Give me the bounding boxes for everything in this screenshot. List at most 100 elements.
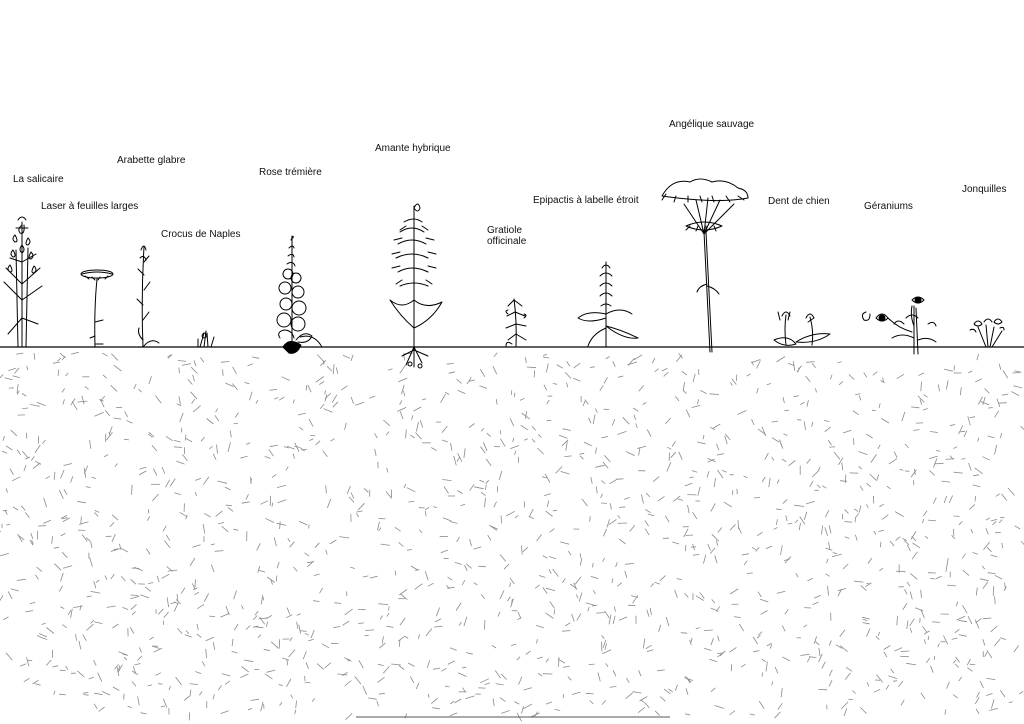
soil-stroke xyxy=(232,366,237,375)
soil-stroke xyxy=(233,623,239,631)
soil-stroke xyxy=(67,609,72,616)
soil-stroke xyxy=(860,585,867,591)
soil-stroke xyxy=(982,617,992,620)
soil-stroke xyxy=(952,694,958,699)
soil-stroke xyxy=(137,655,143,661)
soil-stroke xyxy=(544,473,551,483)
soil-stroke xyxy=(605,663,609,667)
soil-stroke xyxy=(543,356,550,359)
soil-stroke xyxy=(976,691,980,698)
soil-stroke xyxy=(806,400,809,407)
soil-stroke xyxy=(716,443,720,451)
soil-stroke xyxy=(531,425,537,431)
soil-stroke xyxy=(761,476,766,483)
soil-stroke xyxy=(300,630,307,632)
soil-stroke xyxy=(346,485,351,494)
soil-stroke xyxy=(923,630,930,635)
soil-stroke xyxy=(711,599,716,604)
soil-stroke xyxy=(538,575,546,578)
soil-stroke xyxy=(920,589,922,599)
soil-stroke xyxy=(430,447,437,452)
soil-stroke xyxy=(665,616,670,627)
label-geraniums: Géraniums xyxy=(864,201,913,212)
soil-stroke xyxy=(134,663,141,666)
soil-stroke xyxy=(984,650,989,657)
soil-stroke xyxy=(883,645,891,650)
soil-stroke xyxy=(758,700,765,709)
soil-stroke xyxy=(339,536,350,539)
soil-stroke xyxy=(766,383,772,386)
soil-stroke xyxy=(806,657,811,663)
soil-stroke xyxy=(803,421,806,430)
soil-stroke xyxy=(746,572,753,574)
soil-stroke xyxy=(589,700,594,705)
soil-stroke xyxy=(289,637,293,642)
soil-stroke xyxy=(552,509,558,512)
soil-stroke xyxy=(36,401,46,407)
soil-stroke xyxy=(406,487,416,493)
soil-stroke xyxy=(509,418,515,427)
soil-stroke xyxy=(956,615,966,621)
soil-stroke xyxy=(399,365,406,374)
soil-stroke xyxy=(677,498,684,501)
soil-stroke xyxy=(450,521,458,524)
soil-stroke xyxy=(374,448,377,456)
soil-stroke xyxy=(506,510,515,517)
soil-stroke xyxy=(707,543,711,551)
plant-geraniums xyxy=(861,296,937,355)
soil-stroke xyxy=(560,471,570,475)
soil-stroke xyxy=(918,372,925,376)
soil-stroke xyxy=(378,692,385,695)
soil-stroke xyxy=(161,466,166,474)
soil-stroke xyxy=(812,469,820,478)
soil-stroke xyxy=(278,396,285,401)
soil-stroke xyxy=(917,395,925,403)
soil-stroke xyxy=(77,670,85,678)
soil-stroke xyxy=(674,684,678,691)
soil-stroke xyxy=(974,495,977,502)
soil-stroke xyxy=(595,447,597,454)
soil-stroke xyxy=(310,435,316,437)
soil-stroke xyxy=(703,629,713,631)
soil-stroke xyxy=(517,611,522,619)
soil-stroke xyxy=(895,570,906,573)
soil-stroke xyxy=(982,581,989,589)
soil-stroke xyxy=(169,478,176,487)
soil-stroke xyxy=(175,599,181,605)
soil-stroke xyxy=(668,688,674,693)
soil-stroke xyxy=(859,485,864,491)
soil-stroke xyxy=(265,517,275,523)
soil-stroke xyxy=(442,517,452,522)
soil-stroke xyxy=(879,567,884,572)
soil-stroke xyxy=(324,390,326,395)
soil-stroke xyxy=(899,468,904,471)
soil-stroke xyxy=(253,615,258,620)
soil-stroke xyxy=(168,686,171,691)
soil-stroke xyxy=(112,686,120,691)
soil-stroke xyxy=(166,566,173,572)
soil-stroke xyxy=(618,616,628,621)
soil-stroke xyxy=(43,497,48,508)
soil-stroke xyxy=(896,615,898,626)
soil-stroke xyxy=(305,385,308,391)
soil-stroke xyxy=(796,419,802,421)
soil-stroke xyxy=(257,565,261,573)
soil-stroke xyxy=(992,520,997,526)
soil-stroke xyxy=(811,421,814,427)
soil-stroke xyxy=(738,623,744,632)
soil-stroke xyxy=(624,497,630,500)
soil-stroke xyxy=(463,616,468,627)
soil-stroke xyxy=(485,458,492,467)
soil-stroke xyxy=(321,643,330,649)
soil-stroke xyxy=(269,389,278,391)
soil-stroke xyxy=(697,486,701,496)
soil-stroke xyxy=(12,506,19,511)
soil-stroke xyxy=(65,372,69,377)
soil-stroke xyxy=(910,469,917,478)
soil-stroke xyxy=(485,484,487,490)
soil-stroke xyxy=(982,456,990,461)
soil-stroke xyxy=(220,612,230,618)
soil-stroke xyxy=(963,430,968,437)
soil-stroke xyxy=(331,394,338,403)
plant-crocus xyxy=(197,330,215,348)
